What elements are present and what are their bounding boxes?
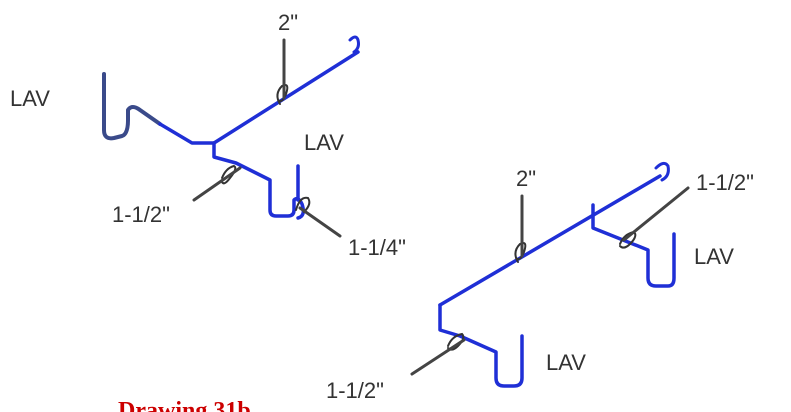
label-lav-right-lower: LAV [546, 350, 586, 375]
label-2in-right: 2" [516, 166, 536, 191]
hatch-left-main [276, 84, 289, 105]
leader-1-1-2-right-upper [622, 186, 690, 242]
right-main-pipe [438, 174, 662, 307]
left-drain-assembly [102, 35, 360, 238]
label-2in-left: 2" [278, 10, 298, 35]
right-end-squiggle [654, 161, 670, 182]
left-lower-branch-pipe [212, 141, 306, 220]
left-main-pipe [212, 50, 360, 145]
label-lav-top-left: LAV [10, 86, 50, 111]
left-branch-pipe [158, 122, 216, 145]
right-lower-branch-pipe [438, 303, 524, 388]
label-1-1-4: 1-1/4" [348, 235, 406, 260]
hatch-right-upper [619, 230, 637, 249]
right-drain-assembly [410, 161, 690, 388]
leader-1-1-2-left [192, 166, 242, 202]
left-end-squiggle [348, 35, 360, 54]
drawing-caption: Drawing 31b [118, 398, 251, 412]
label-1-1-2-right-upper: 1-1/2" [696, 170, 754, 195]
label-1-1-2-left: 1-1/2" [112, 202, 170, 227]
hatch-left-trap [295, 196, 311, 213]
left-lav-trap-pipe [102, 72, 162, 141]
leader-1-1-4 [298, 206, 342, 238]
leader-1-1-2-right-lower [410, 338, 466, 376]
label-1-1-2-right-lower: 1-1/2" [326, 378, 384, 403]
label-lav-right-upper: LAV [694, 244, 734, 269]
hatch-right-main [514, 242, 527, 263]
label-lav-top-mid: LAV [304, 130, 344, 155]
right-upper-branch-pipe [591, 203, 676, 288]
